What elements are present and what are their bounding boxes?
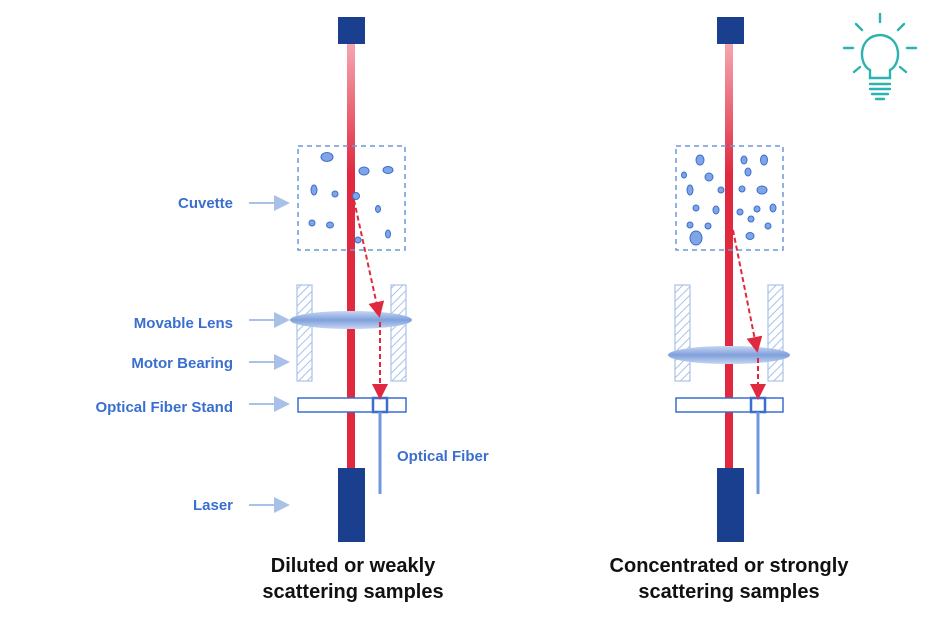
laser-block (338, 468, 365, 542)
detector-block (338, 17, 365, 44)
optical-fiber-stand (675, 397, 784, 413)
left-setup (290, 17, 412, 542)
movable-lens (290, 311, 412, 329)
detector-block (717, 17, 744, 44)
movable-lens (668, 346, 790, 364)
fiber-holder (371, 396, 389, 414)
cuvette (297, 145, 406, 251)
lightbulb-icon (842, 12, 918, 101)
laser-beam-upper (725, 44, 733, 174)
caption-left-line1: Diluted or weakly (271, 555, 436, 577)
label-optical-fiber: Optical Fiber (397, 448, 489, 465)
scatter-path (353, 199, 385, 318)
particles (681, 154, 777, 246)
optical-fiber-stand (297, 397, 407, 413)
motor-bearing-left (674, 284, 691, 382)
caption-right-line2: scattering samples (638, 581, 819, 603)
laser-block (717, 468, 744, 542)
captions: Diluted or weakly scattering samples Con… (262, 555, 849, 603)
label-cuvette: Cuvette (178, 195, 233, 212)
motor-bearing-right (767, 284, 784, 382)
label-laser: Laser (193, 497, 233, 514)
right-setup (668, 17, 790, 542)
label-motor-bearing: Motor Bearing (131, 355, 233, 372)
cuvette (675, 145, 784, 251)
laser-beam-lower (725, 174, 733, 470)
particles (308, 152, 394, 244)
component-labels: Cuvette Movable Lens Motor Bearing Optic… (95, 195, 489, 514)
laser-beam-upper (347, 44, 355, 174)
label-movable-lens: Movable Lens (134, 315, 233, 332)
caption-left-line2: scattering samples (262, 581, 443, 603)
label-optical-fiber-stand: Optical Fiber Stand (95, 399, 233, 416)
fiber-holder (749, 396, 767, 414)
caption-right-line1: Concentrated or strongly (610, 555, 850, 577)
scatter-path (732, 229, 763, 353)
motor-bearing-left (296, 284, 313, 382)
motor-bearing-right (390, 284, 407, 382)
